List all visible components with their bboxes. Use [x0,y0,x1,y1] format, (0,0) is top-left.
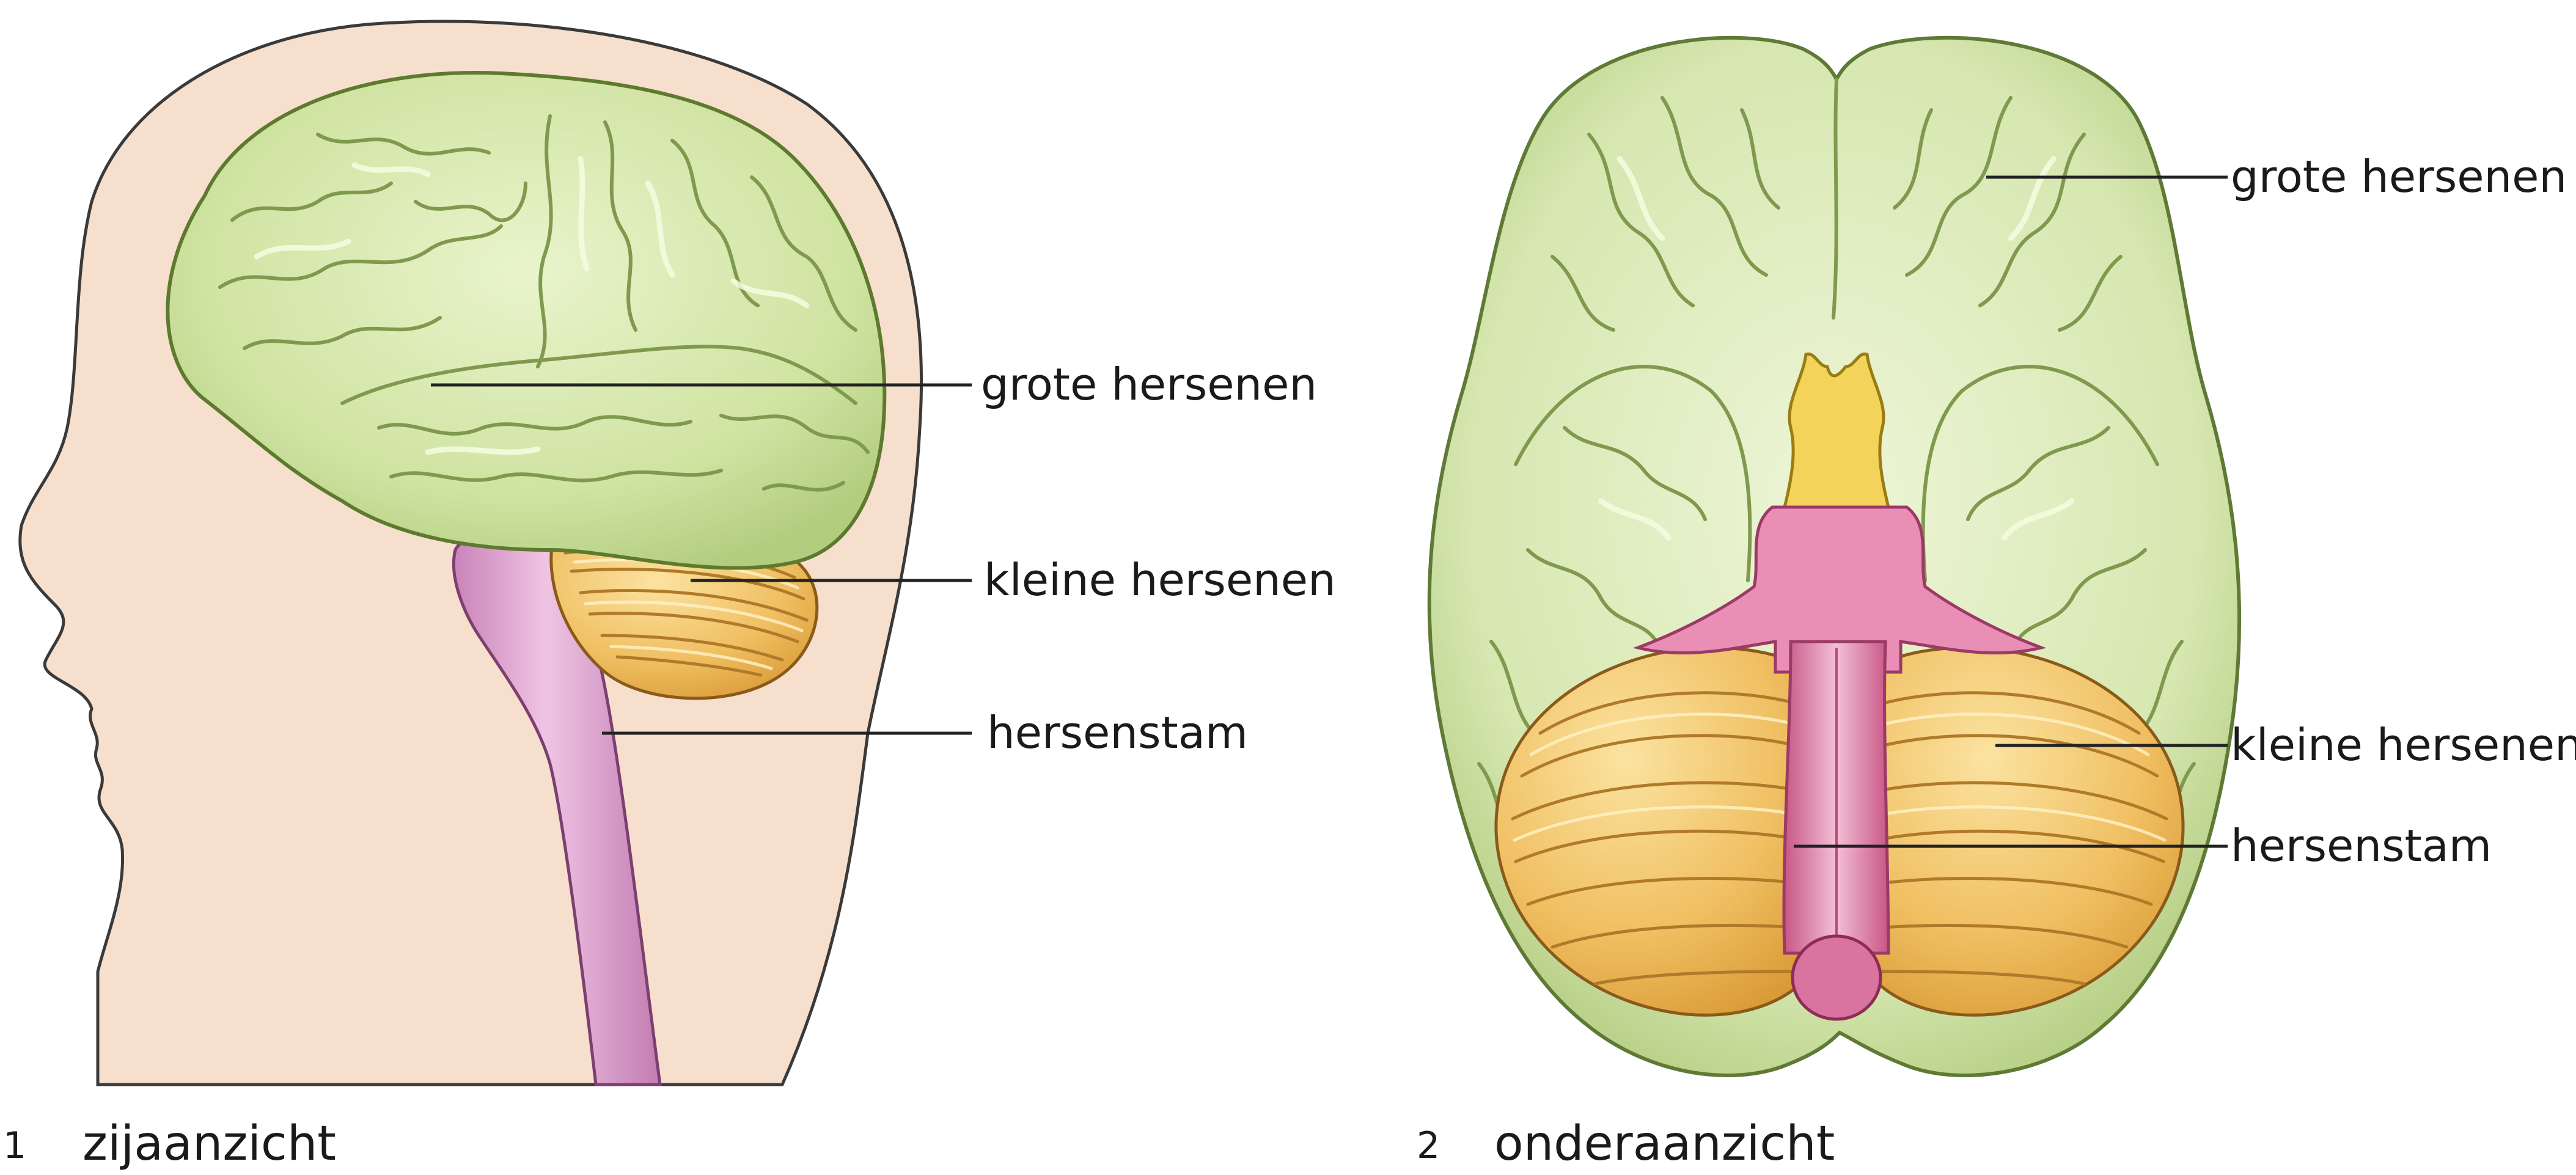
spinal-cord-stump [1793,936,1881,1019]
figure-caption: zijaanzicht [83,1116,336,1171]
label-kleine-hersenen: kleine hersenen [2231,719,2576,771]
label-hersenstam: hersenstam [987,707,1248,758]
optic-chiasm [1785,354,1888,507]
label-grote-hersenen: grote hersenen [981,359,1317,410]
figure-bottom-view: grote hersenen kleine hersenen hersensta… [1417,38,2576,1171]
label-kleine-hersenen: kleine hersenen [984,554,1336,606]
figure-number: 2 [1417,1124,1440,1167]
figure-number: 1 [3,1124,26,1167]
figure-caption: onderaanzicht [1494,1116,1835,1171]
label-hersenstam: hersenstam [2231,820,2492,871]
label-grote-hersenen: grote hersenen [2231,151,2567,202]
figure-side-view: grote hersenen kleine hersenen hersensta… [3,21,1336,1171]
